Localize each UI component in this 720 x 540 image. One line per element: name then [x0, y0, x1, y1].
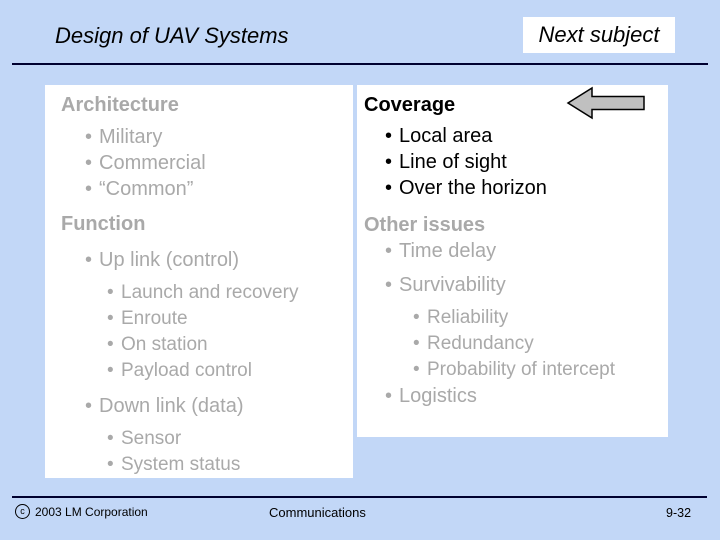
architecture-function-panel: Architecture • Military • Commercial • “… [45, 85, 353, 478]
bullet-icon: • [85, 249, 93, 271]
footer-copyright: c 2003 LM Corporation [15, 504, 148, 519]
bullet-icon: • [107, 308, 114, 329]
footer-divider [12, 496, 707, 498]
list-item-label: Logistics [399, 385, 477, 407]
list-item-label: Local area [399, 125, 493, 147]
list-item-label: Over the horizon [399, 177, 547, 199]
list-item: • Line of sight [357, 149, 668, 175]
list-item: • “Common” [45, 176, 353, 202]
bullet-icon: • [385, 385, 393, 407]
list-item-label: Launch and recovery [121, 282, 299, 303]
list-item-label: On station [121, 334, 208, 355]
bullet-icon: • [413, 359, 420, 380]
bullet-icon: • [85, 126, 93, 148]
next-subject-button[interactable]: Next subject [523, 17, 675, 53]
bullet-icon: • [107, 334, 114, 355]
list-item: • Military [45, 124, 353, 150]
footer-copyright-text: 2003 LM Corporation [35, 504, 148, 519]
list-item-label: Redundancy [427, 333, 534, 354]
coverage-issues-panel: Coverage • Local area • Line of sight • … [357, 85, 668, 437]
list-item-label: Commercial [99, 152, 206, 174]
bullet-icon: • [107, 360, 114, 381]
bullet-icon: • [385, 274, 393, 296]
page-number: 9-32 [666, 506, 692, 520]
list-item-label: Military [99, 126, 163, 148]
list-subitem: • Sensor [45, 426, 353, 452]
list-item-label: Sensor [121, 428, 182, 449]
list-subitem: • Launch and recovery [45, 280, 353, 306]
list-subitem: • Enroute [45, 306, 353, 332]
bullet-icon: • [413, 333, 420, 354]
list-item: • Over the horizon [357, 175, 668, 201]
list-item-label: “Common” [99, 178, 194, 200]
list-item: • Up link (control) [45, 247, 353, 273]
list-item: • Local area [357, 123, 668, 149]
list-item: • Commercial [45, 150, 353, 176]
list-item-label: Line of sight [399, 151, 507, 173]
bullet-icon: • [385, 151, 393, 173]
list-item-label: Reliability [427, 307, 509, 328]
list-subitem: • Reliability [357, 305, 668, 331]
bullet-icon: • [385, 177, 393, 199]
bullet-icon: • [85, 152, 93, 174]
copyright-icon: c [15, 504, 30, 519]
section-heading-coverage: Coverage [364, 94, 456, 116]
header-divider [12, 63, 708, 65]
bullet-icon: • [107, 282, 114, 303]
bullet-icon: • [413, 307, 420, 328]
list-subitem: • Probability of intercept [357, 357, 668, 383]
section-heading-architecture: Architecture [61, 94, 179, 116]
list-subitem: • Payload control [45, 358, 353, 384]
section-heading-other-issues: Other issues [364, 214, 486, 236]
footer-section-title: Communications [269, 505, 366, 520]
section-heading-function: Function [61, 213, 146, 235]
list-subitem: • On station [45, 332, 353, 358]
bullet-icon: • [85, 178, 93, 200]
bullet-icon: • [385, 240, 393, 262]
list-item-label: Enroute [121, 308, 188, 329]
list-item-label: Payload control [121, 360, 252, 381]
list-item-label: Survivability [399, 274, 506, 296]
list-item-label: Down link (data) [99, 395, 244, 417]
bullet-icon: • [85, 395, 93, 417]
list-item: • Time delay [357, 238, 668, 264]
list-item-label: System status [121, 454, 241, 475]
list-item-label: Probability of intercept [427, 359, 615, 380]
bullet-icon: • [107, 428, 114, 449]
list-subitem: • Redundancy [357, 331, 668, 357]
list-item: • Survivability [357, 272, 668, 298]
page-title: Design of UAV Systems [55, 23, 289, 48]
list-item: • Logistics [357, 383, 668, 409]
list-item: • Down link (data) [45, 393, 353, 419]
bullet-icon: • [107, 454, 114, 475]
list-subitem: • System status [45, 452, 353, 478]
list-item-label: Up link (control) [99, 249, 240, 271]
list-item-label: Time delay [399, 240, 497, 262]
left-arrow-icon[interactable] [566, 86, 646, 120]
bullet-icon: • [385, 125, 393, 147]
